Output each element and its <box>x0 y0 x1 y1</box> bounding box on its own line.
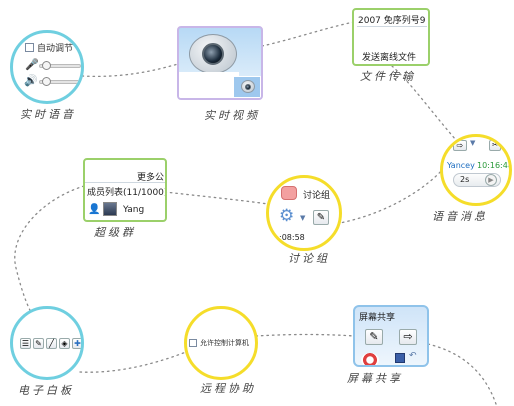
line-tool-icon[interactable]: ╱ <box>46 338 57 349</box>
send-offline-file-button[interactable]: 发送离线文件 <box>362 53 417 63</box>
connector-file-voicemsg <box>391 65 457 141</box>
record-icon[interactable] <box>361 353 379 365</box>
group-frame: 更多公 成员列表(11/1000) 👤 Yang <box>83 158 167 222</box>
auto-adjust-row[interactable]: 自动调节 <box>25 41 73 54</box>
video-white-area <box>179 72 239 98</box>
undo-icon[interactable]: ↶ <box>409 351 417 361</box>
microphone-icon: 🎤 <box>25 58 39 71</box>
whiteboard-frame: ☰ ✎ ╱ ◈ ✚ <box>10 306 84 380</box>
voice-message-player[interactable]: 2s ▶ <box>453 173 501 187</box>
voice-duration: 2s <box>460 175 470 184</box>
auto-adjust-checkbox[interactable] <box>25 43 34 52</box>
member-name[interactable]: Yang <box>123 205 145 215</box>
video-caption: 实时视频 <box>204 109 260 122</box>
edit-icon[interactable]: ✎ <box>313 210 329 225</box>
member-status-icon: 👤 <box>88 204 101 215</box>
connector-remote-screenshare <box>255 333 355 337</box>
voice-chat-caption: 实时语音 <box>20 108 76 121</box>
voice-message-caption: 语音消息 <box>432 210 488 223</box>
gear-icon[interactable]: ⚙ <box>279 206 295 226</box>
file-transfer-frame: 2007 免序列号9 发送离线文件 <box>352 8 430 66</box>
whiteboard-toolbar: ☰ ✎ ╱ ◈ ✚ <box>20 338 81 349</box>
play-icon[interactable]: ▶ <box>485 174 497 186</box>
dropdown-arrow-icon[interactable]: ▼ <box>470 139 476 147</box>
video-thumbnail[interactable] <box>233 76 261 98</box>
allow-control-label: 允许控制计算机 <box>200 339 249 347</box>
pen-tool-icon[interactable]: ✎ <box>33 338 44 349</box>
voice-message-time: 10:16:48 <box>477 161 512 170</box>
auto-adjust-label: 自动调节 <box>37 44 74 54</box>
settings-dropdown-icon[interactable]: ▼ <box>300 214 306 222</box>
connector-video-file <box>261 21 355 47</box>
list-tool-icon[interactable]: ☰ <box>20 338 31 349</box>
annotate-icon[interactable]: ✎ <box>365 329 383 345</box>
allow-control-checkbox[interactable] <box>189 339 197 347</box>
small-webcam-icon <box>241 80 255 93</box>
connector-whiteboard-remote <box>79 351 187 373</box>
file-name-text: 2007 免序列号9 <box>358 16 426 26</box>
remote-assist-frame: 允许控制计算机 <box>184 306 258 380</box>
speaker-icon: 🔊 <box>24 74 38 87</box>
group-separator <box>85 182 165 183</box>
connector-screenshare-exit <box>427 343 497 405</box>
member-avatar[interactable] <box>103 202 117 216</box>
microphone-volume-slider[interactable] <box>39 61 81 70</box>
screen-share-frame: 屏幕共享 ✎ ⇨ ↶ <box>353 305 429 367</box>
webcam-icon <box>189 34 237 74</box>
screen-share-title: 屏幕共享 <box>359 313 396 323</box>
webcam-lens <box>202 43 224 65</box>
discussion-frame: 讨论组 ⚙ ▼ ✎ :08:58 <box>266 175 342 251</box>
screen-share-caption: 屏幕共享 <box>347 372 403 385</box>
file-transfer-caption: 文件传输 <box>360 70 416 83</box>
group-caption: 超级群 <box>94 226 136 239</box>
discussion-time: :08:58 <box>279 233 305 242</box>
discussion-caption: 讨论组 <box>288 252 330 265</box>
voice-message-frame: ⇨ ▼ ✂ Yancey 10:16:48 2s ▶ <box>440 134 512 206</box>
exit-share-icon[interactable]: ⇨ <box>399 329 417 345</box>
speaker-slider-knob[interactable] <box>42 77 51 86</box>
eraser-tool-icon[interactable]: ◈ <box>59 338 70 349</box>
discussion-bubble-icon <box>281 186 297 200</box>
add-tool-icon[interactable]: ✚ <box>72 338 81 349</box>
member-list-header: 成员列表(11/1000) <box>87 188 167 198</box>
microphone-slider-knob[interactable] <box>42 61 51 70</box>
voice-chat-frame: 自动调节 🎤 🔊 <box>10 30 84 104</box>
connector-group-whiteboard <box>14 185 85 325</box>
more-announcement-link[interactable]: 更多公 <box>137 173 165 183</box>
screenshot-icon[interactable]: ✂ <box>489 140 501 151</box>
speaker-volume-slider[interactable] <box>39 77 81 86</box>
small-webcam-lens <box>245 84 251 90</box>
video-frame <box>177 26 263 100</box>
voice-sender-name: Yancey <box>447 161 475 170</box>
allow-control-row[interactable]: 允许控制计算机 <box>189 338 249 348</box>
save-icon[interactable] <box>395 353 405 363</box>
remote-assist-caption: 远程协助 <box>200 382 256 395</box>
discussion-title: 讨论组 <box>303 191 331 201</box>
connector-voice-video <box>81 63 179 78</box>
connector-group-discussion <box>164 191 269 205</box>
forward-icon[interactable]: ⇨ <box>453 140 467 151</box>
file-separator <box>357 26 427 27</box>
whiteboard-caption: 电子白板 <box>18 384 74 397</box>
